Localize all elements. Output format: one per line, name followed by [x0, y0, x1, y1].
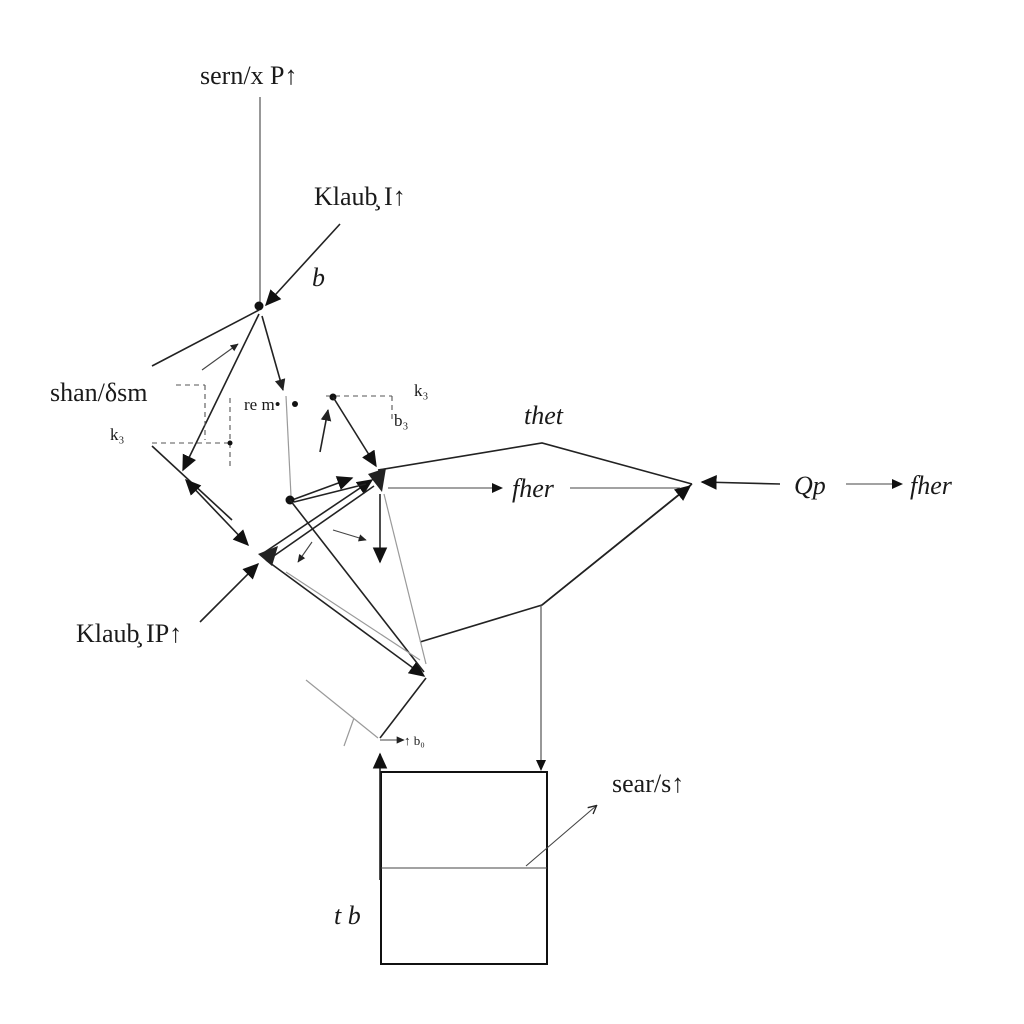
dot-to-converge — [289, 499, 425, 673]
bundle-line-1 — [261, 479, 374, 555]
dot-to-hub-arrow — [332, 396, 377, 468]
converge-to-bottom — [379, 677, 427, 739]
center-hub — [368, 468, 386, 492]
label-box: t b — [334, 901, 361, 930]
label-lower-left: Klaub̧ IP↑ — [76, 619, 182, 648]
label-upper-right: Klaub̧ I↑ — [314, 182, 406, 211]
small-arrow-a — [332, 529, 367, 542]
lower-left-node — [258, 546, 278, 566]
label-bottom-small: ↑ b₀ — [404, 733, 425, 748]
label-top-hex: thet — [524, 401, 564, 430]
grey-left-converge — [285, 571, 421, 661]
bundle-line-4 — [293, 483, 367, 503]
short-arrow-up — [319, 408, 332, 453]
double-arrow-left — [184, 478, 250, 547]
label-qp: Qp — [794, 471, 826, 500]
apex-down-line — [285, 395, 292, 497]
label-k-mid: k₃ — [414, 381, 429, 400]
upper-right-arrow — [265, 223, 341, 307]
label-top: sern/x P↑ — [200, 61, 298, 90]
bottom-grey-slash-2 — [343, 717, 355, 747]
bottom-grey-slash — [305, 679, 379, 739]
hex-lower-arrow — [541, 485, 692, 606]
bundle-line-2 — [267, 485, 375, 561]
apex-to-left-node — [182, 313, 260, 472]
apex-left-line — [151, 309, 260, 367]
label-k-left: k₃ — [110, 425, 125, 444]
search-arrow — [525, 806, 596, 867]
apex-to-mid-node — [261, 315, 286, 392]
hex-outline-top — [377, 442, 693, 485]
guide-dot-1 — [227, 440, 233, 446]
guide-dot-2 — [292, 401, 298, 407]
label-b-small: b — [312, 263, 325, 292]
label-left: shan/δsm — [50, 378, 147, 407]
lower-label-arrow — [199, 562, 260, 623]
apex-node — [254, 301, 264, 311]
node-to-converge — [265, 559, 426, 677]
k-diagonal — [151, 445, 233, 521]
label-b-mid: b₃ — [394, 411, 409, 430]
label-right-arrow: fher — [910, 471, 953, 500]
label-center-arrow: fher — [512, 474, 555, 503]
small-arrow-left — [201, 343, 239, 371]
small-arrow-b — [297, 541, 313, 563]
qp-incoming-arrow — [700, 475, 781, 490]
hub-to-converge — [383, 493, 427, 665]
hex-outline-bottom — [419, 483, 693, 643]
bundle-line-3 — [291, 476, 354, 501]
label-re-dot: re m• — [244, 395, 281, 414]
label-search: sear/s↑ — [612, 769, 684, 798]
